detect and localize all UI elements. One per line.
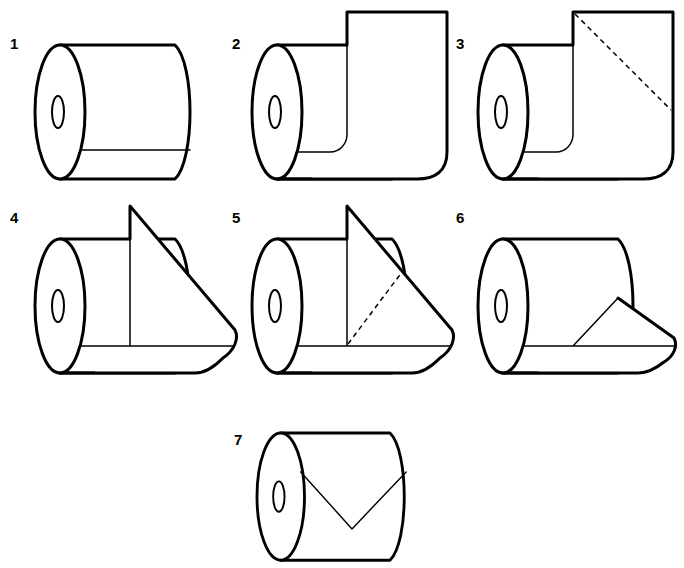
fold-line	[348, 272, 402, 344]
roll-step-1	[35, 45, 190, 179]
paper-edge	[298, 206, 451, 346]
paper-flap	[277, 206, 454, 373]
step-number: 6	[456, 210, 464, 225]
step-number: 3	[456, 36, 464, 51]
roll-step-7	[257, 433, 406, 560]
paper-flap-fill	[312, 206, 454, 373]
step-number: 2	[232, 36, 240, 51]
paper-edge	[524, 45, 573, 152]
step-number: 5	[232, 210, 240, 225]
roll-step-3	[478, 12, 673, 179]
paper-flap	[60, 206, 237, 373]
paper-flap	[503, 12, 673, 179]
step-number: 1	[10, 36, 18, 51]
toilet-roll	[35, 45, 190, 179]
roll-step-5	[252, 206, 454, 373]
step-number: 4	[10, 210, 18, 225]
v-fold	[301, 472, 406, 529]
step-number: 7	[234, 432, 242, 447]
paper-flap	[503, 298, 676, 373]
paper-flap-fill	[538, 12, 673, 179]
paper-flap-fill	[95, 206, 237, 373]
paper-edge	[524, 298, 674, 346]
roll-step-2	[252, 12, 447, 179]
roll-step-4	[35, 206, 237, 373]
paper-flap-fill	[312, 12, 447, 179]
paper-edge	[81, 149, 190, 151]
fold-line	[575, 14, 671, 110]
paper-flap	[277, 12, 447, 179]
roll-step-6	[478, 239, 676, 373]
paper-edge	[298, 45, 347, 152]
paper-edge	[81, 206, 234, 346]
